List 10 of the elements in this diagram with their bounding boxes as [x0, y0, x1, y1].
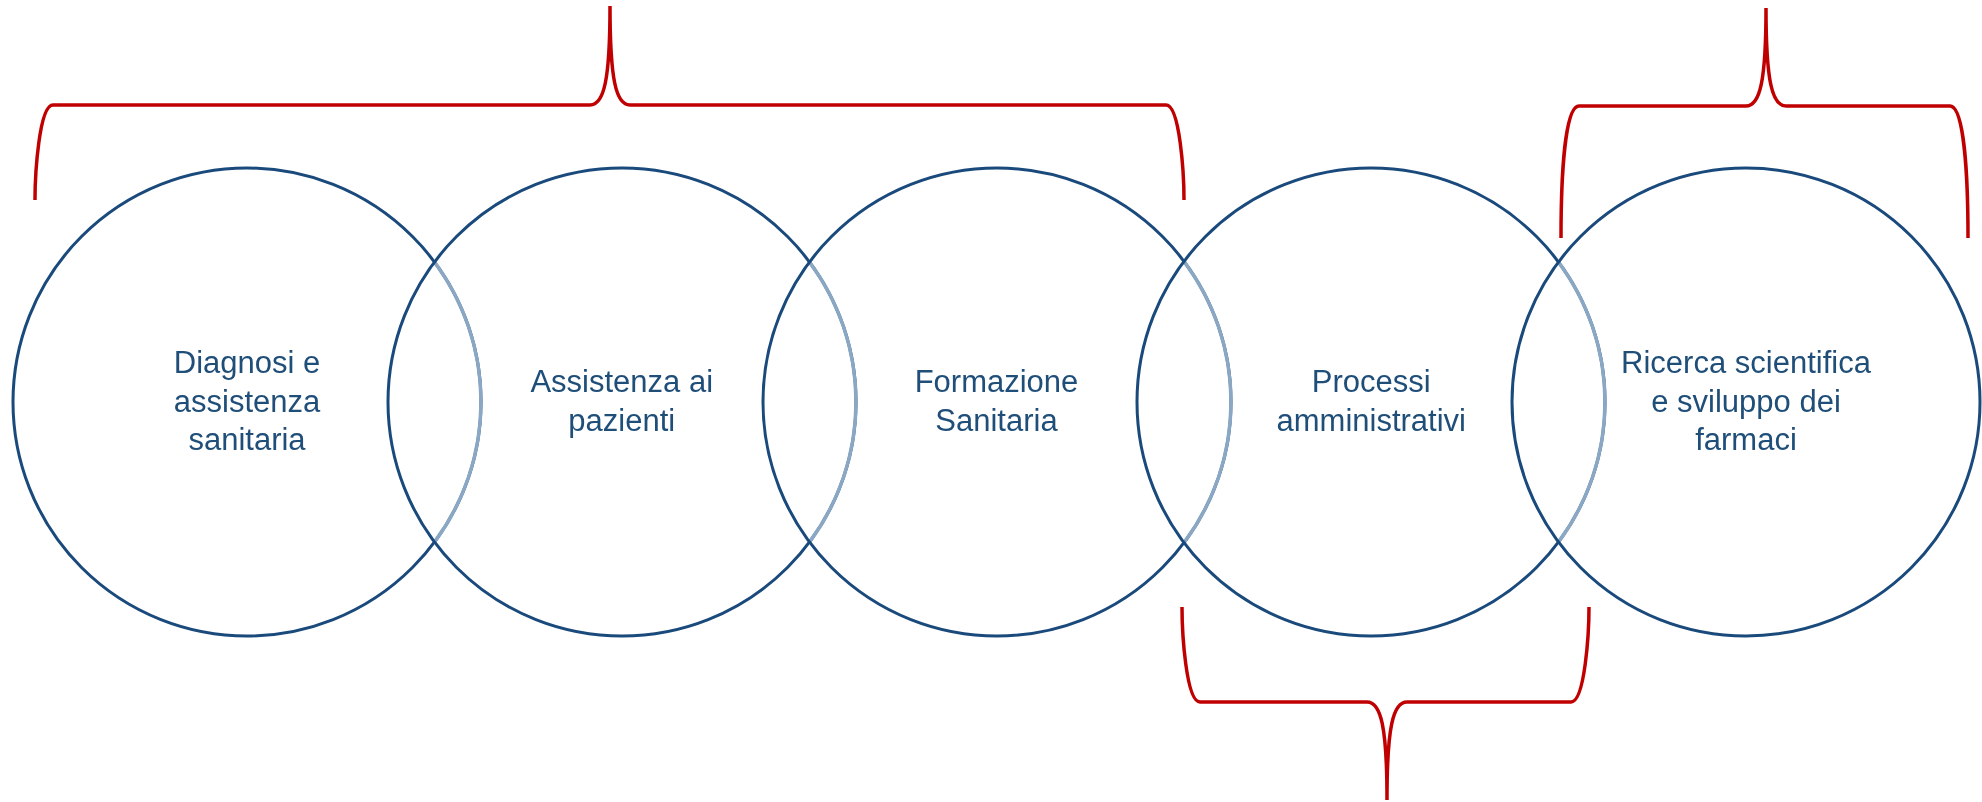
circle-label: Formazione Sanitaria	[913, 363, 1080, 440]
circle-label: Ricerca scientifica e sviluppo dei farmaci	[1621, 343, 1871, 460]
circle-label: Processi amministrativi	[1275, 363, 1467, 440]
circle-label: Assistenza ai pazienti	[529, 363, 715, 440]
circle	[762, 168, 1231, 636]
circle	[387, 168, 856, 636]
circle-label: Diagnosi e assistenza sanitaria	[172, 343, 322, 460]
circle	[13, 168, 481, 636]
circle	[1512, 168, 1980, 636]
circle	[1137, 168, 1606, 636]
